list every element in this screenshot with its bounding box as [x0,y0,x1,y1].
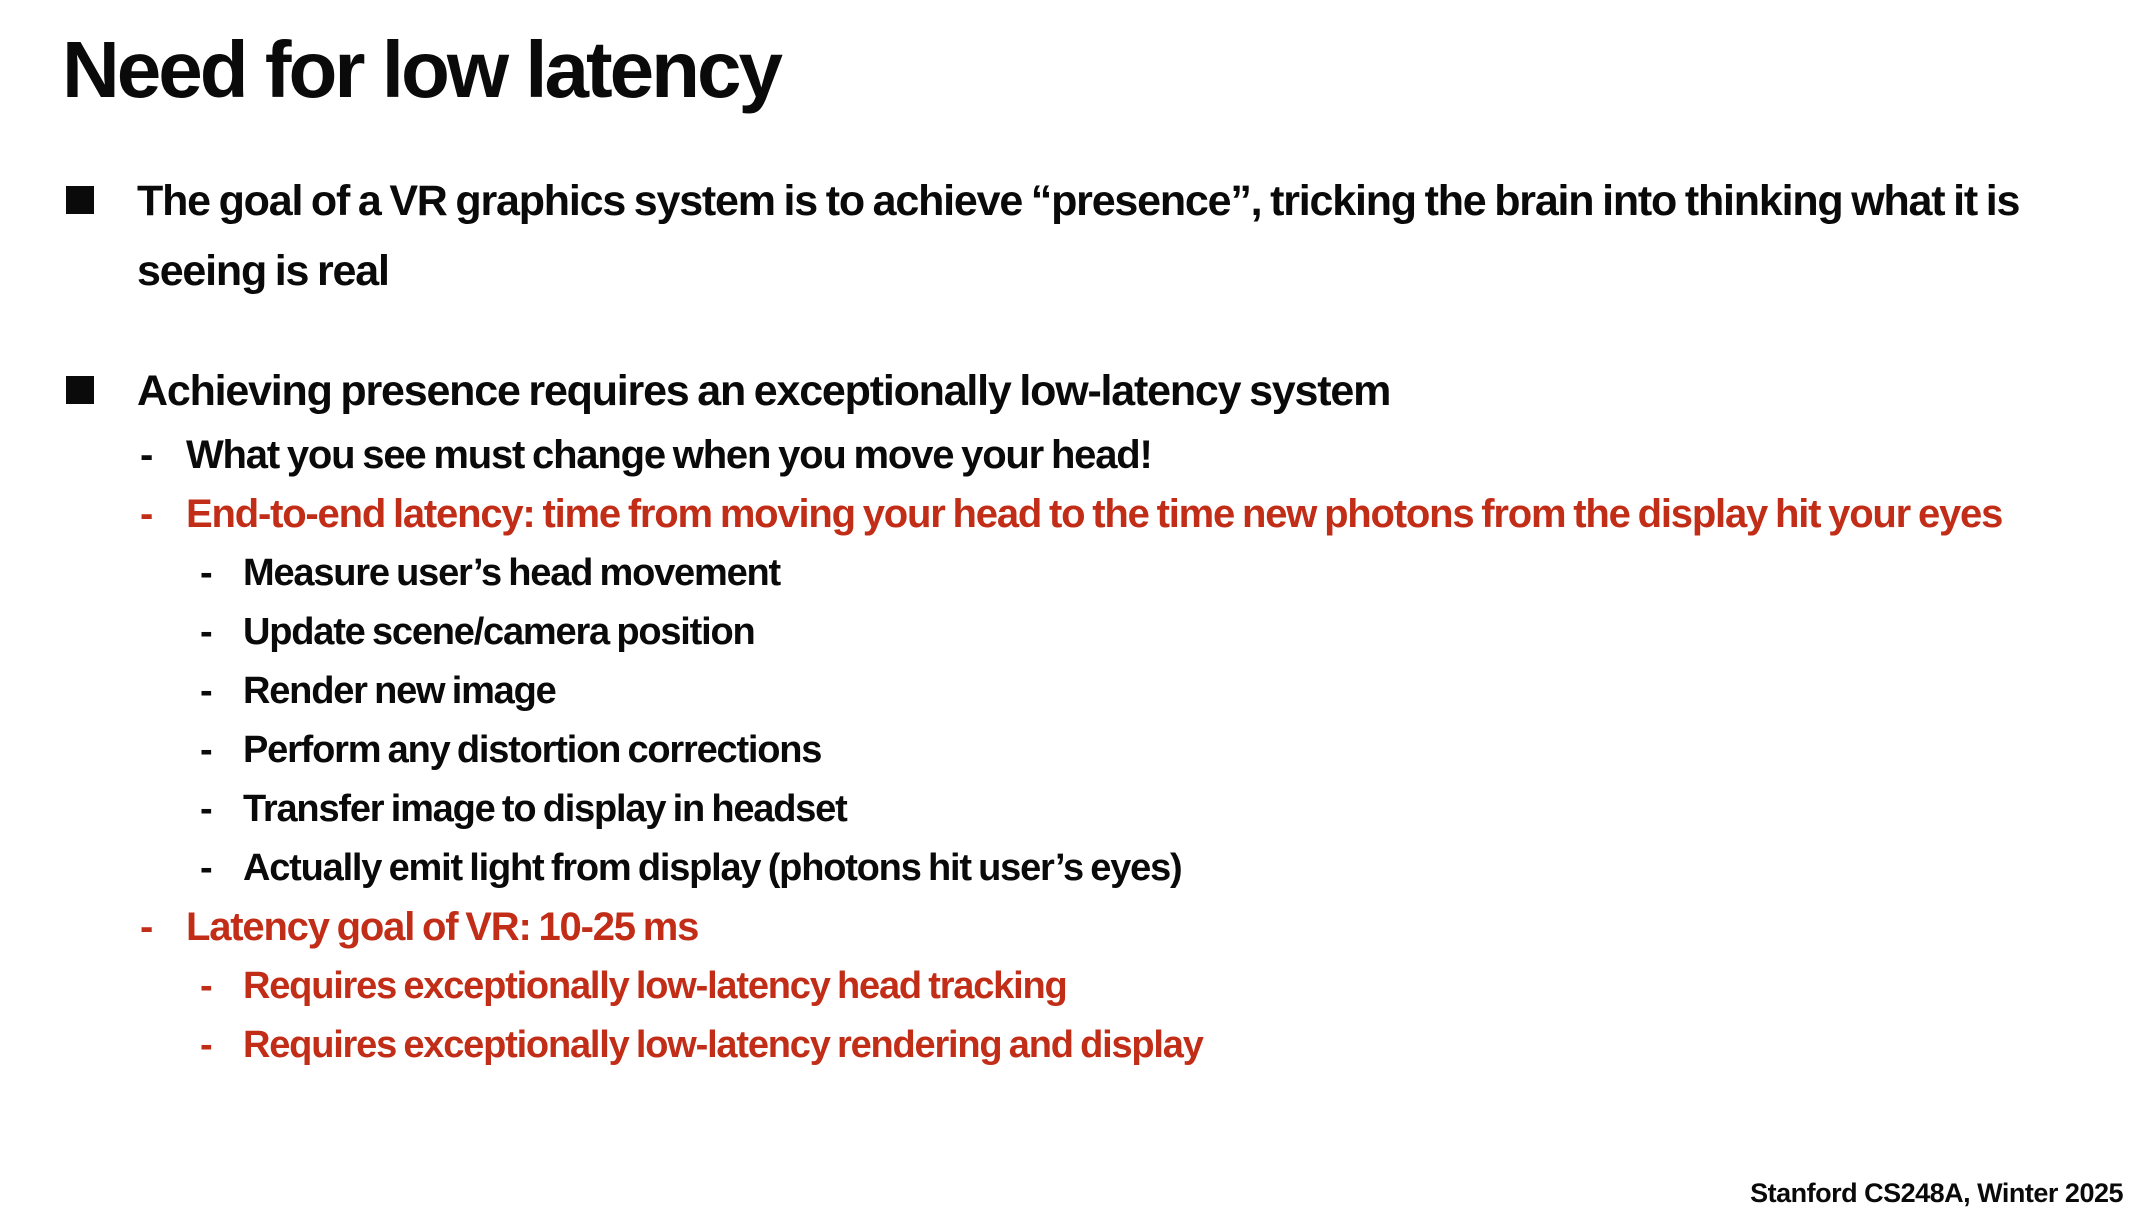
bullet-item: -Render new image [200,662,2133,721]
bullet-item: -Perform any distortion corrections [200,721,2133,780]
square-bullet-marker [66,356,137,404]
dash-bullet-marker: - [200,552,213,594]
bullet-text: Update scene/camera position [243,611,756,653]
bullet-item: -What you see must change when you move … [140,426,2133,485]
slide-footer: Stanford CS248A, Winter 2025 [1750,1178,2123,1208]
square-bullet-marker [66,166,137,214]
dash-bullet-marker: - [200,847,213,889]
bullet-item: -Latency goal of VR: 10-25 ms [140,898,2133,957]
bullet-text: End-to-end latency: time from moving you… [186,492,2003,536]
bullet-text: Achieving presence requires an exception… [137,367,1391,415]
dash-bullet-marker: - [200,670,213,712]
bullet-text: Render new image [243,670,557,712]
bullet-item: -Requires exceptionally low-latency head… [200,957,2133,1016]
bullet-list: The goal of a VR graphics system is to a… [0,166,2133,1075]
bullet-item: -Transfer image to display in headset [200,780,2133,839]
dash-bullet-marker: - [200,611,213,653]
bullet-item: -Actually emit light from display (photo… [200,839,2133,898]
bullet-item: -Update scene/camera position [200,603,2133,662]
bullet-text: Latency goal of VR: 10-25 ms [186,905,699,949]
dash-bullet-marker: - [200,788,213,830]
bullet-text: Perform any distortion corrections [243,729,822,771]
bullet-text: Measure user’s head movement [243,552,781,594]
bullet-text: Requires exceptionally low-latency head … [243,965,1068,1007]
dash-bullet-marker: - [200,1024,213,1066]
bullet-item: The goal of a VR graphics system is to a… [66,166,2133,306]
bullet-item: -Measure user’s head movement [200,544,2133,603]
bullet-item: Achieving presence requires an exception… [66,356,2133,426]
dash-bullet-marker: - [140,492,154,536]
bullet-item: -End-to-end latency: time from moving yo… [140,485,2133,544]
bullet-text: Transfer image to display in headset [243,788,848,830]
bullet-text: Actually emit light from display (photon… [243,847,1183,889]
bullet-text: What you see must change when you move y… [186,433,1153,477]
dash-bullet-marker: - [200,965,213,1007]
bullet-item: -Requires exceptionally low-latency rend… [200,1016,2133,1075]
dash-bullet-marker: - [140,433,154,477]
bullet-text: The goal of a VR graphics system is to a… [137,177,2020,295]
dash-bullet-marker: - [200,729,213,771]
dash-bullet-marker: - [140,905,154,949]
bullet-text: Requires exceptionally low-latency rende… [243,1024,1204,1066]
slide: Need for low latency The goal of a VR gr… [0,24,2133,1224]
slide-title: Need for low latency [62,25,783,114]
